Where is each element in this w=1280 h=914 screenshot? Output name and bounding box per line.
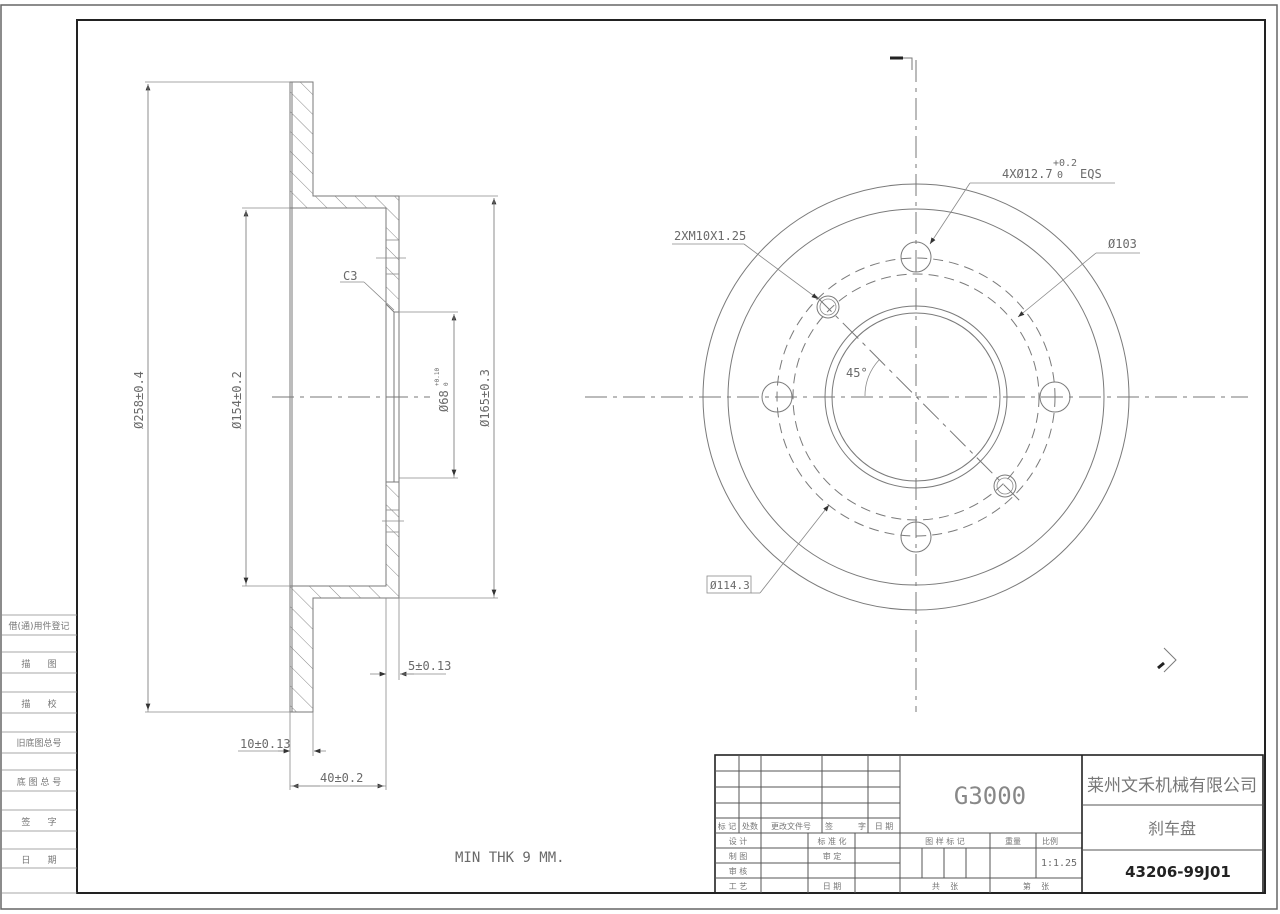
scale-value: 1:1.25	[1041, 858, 1077, 869]
left-record-strip: 借(通)用件登记 描 图 描 校 旧底图总号 底 图 总 号 签 字 日 期	[1, 614, 77, 894]
model-number: G3000	[954, 782, 1026, 810]
sign-label-standard: 标 准 化	[817, 836, 846, 846]
sheets-total-label: 共 张	[932, 882, 958, 891]
rev-header-sign: 签	[825, 821, 833, 831]
dim-angle: 45°	[846, 366, 868, 380]
dim-hat-diameter: Ø165±0.3	[478, 369, 492, 427]
scale-label: 比例	[1042, 836, 1058, 846]
disc-section-top	[289, 81, 400, 313]
dim-bolt-holes-tol-lower: 0	[1057, 170, 1063, 181]
left-strip-label: 描 图	[21, 658, 56, 670]
section-view: Ø258±0.4 Ø154±0.2 Ø165±0.3 Ø68 +0.10 0 C…	[132, 81, 498, 790]
threaded-hole-upper-left	[816, 295, 840, 319]
dim-hat-thickness: 5±0.13	[408, 659, 451, 673]
stage-label: 图 样 标 记	[925, 836, 965, 846]
dim-inner-diameter: Ø154±0.2	[230, 371, 244, 429]
part-number: 43206-99J01	[1125, 863, 1231, 881]
dim-overall-height: 40±0.2	[320, 771, 363, 785]
dim-threaded-holes: 2XM10X1.25	[674, 229, 746, 243]
dim-chamfer: C3	[343, 269, 357, 283]
sheet-number-label: 第 张	[1023, 881, 1049, 891]
min-thickness-note: MIN THK 9 MM.	[455, 850, 565, 866]
title-block: 标 记 处数 更改文件号 签 字 日 期 设 计 标 准 化 制 图 审 定 审…	[714, 754, 1264, 894]
rev-header-sign2: 字	[858, 821, 866, 831]
dim-bolt-holes-tol-upper: +0.2	[1053, 158, 1077, 169]
left-strip-label: 描 校	[21, 698, 56, 710]
dim-bore-tol-upper: +0.10	[434, 368, 441, 386]
part-name: 刹车盘	[1148, 819, 1196, 838]
sign-label-review: 审 核	[729, 866, 748, 876]
rev-header-count: 处数	[742, 821, 758, 831]
left-strip-label: 日 期	[21, 855, 56, 866]
left-strip-label: 旧底图总号	[16, 737, 61, 749]
company-name: 莱州文禾机械有限公司	[1087, 776, 1257, 796]
dim-outer-diameter: Ø258±0.4	[132, 371, 146, 429]
sign-label-design: 设 计	[729, 836, 748, 846]
threaded-hole-upper-left-inner	[819, 298, 837, 316]
dim-disc-thickness: 10±0.13	[240, 737, 291, 751]
rev-header-doc: 更改文件号	[771, 821, 811, 831]
face-view: 45° 4XØ12.7 +0.2 0 EQS 2XM10X1.25 Ø103 Ø…	[585, 56, 1248, 712]
sign-label-draw: 制 图	[729, 851, 748, 861]
sign-label-process: 工 艺	[729, 882, 748, 891]
sign-label-date: 日 期	[823, 882, 842, 891]
drawing-frame	[76, 19, 1266, 894]
dim-pcd-inner: Ø103	[1108, 237, 1137, 251]
dim-pcd-outer: Ø114.3	[710, 579, 750, 592]
left-strip-label: 借(通)用件登记	[8, 620, 69, 632]
sign-label-approve: 审 定	[823, 851, 842, 861]
left-strip-label: 签 字	[21, 816, 56, 828]
left-strip-label: 底 图 总 号	[17, 776, 62, 788]
threaded-hole-lower-right	[993, 474, 1017, 498]
dim-bore-diameter: Ø68	[437, 390, 451, 412]
disc-section-bottom	[289, 481, 400, 713]
rev-header-mark: 标 记	[718, 821, 737, 831]
threaded-hole-lower-right-inner	[996, 477, 1014, 495]
dim-bolt-holes: 4XØ12.7	[1002, 167, 1053, 181]
rev-header-date: 日 期	[875, 822, 894, 831]
dim-bore-tol-lower: 0	[443, 382, 450, 386]
weight-label: 重量	[1005, 836, 1021, 846]
sheet-outer-border	[0, 4, 1278, 910]
dim-bolt-holes-suffix: EQS	[1080, 167, 1102, 181]
